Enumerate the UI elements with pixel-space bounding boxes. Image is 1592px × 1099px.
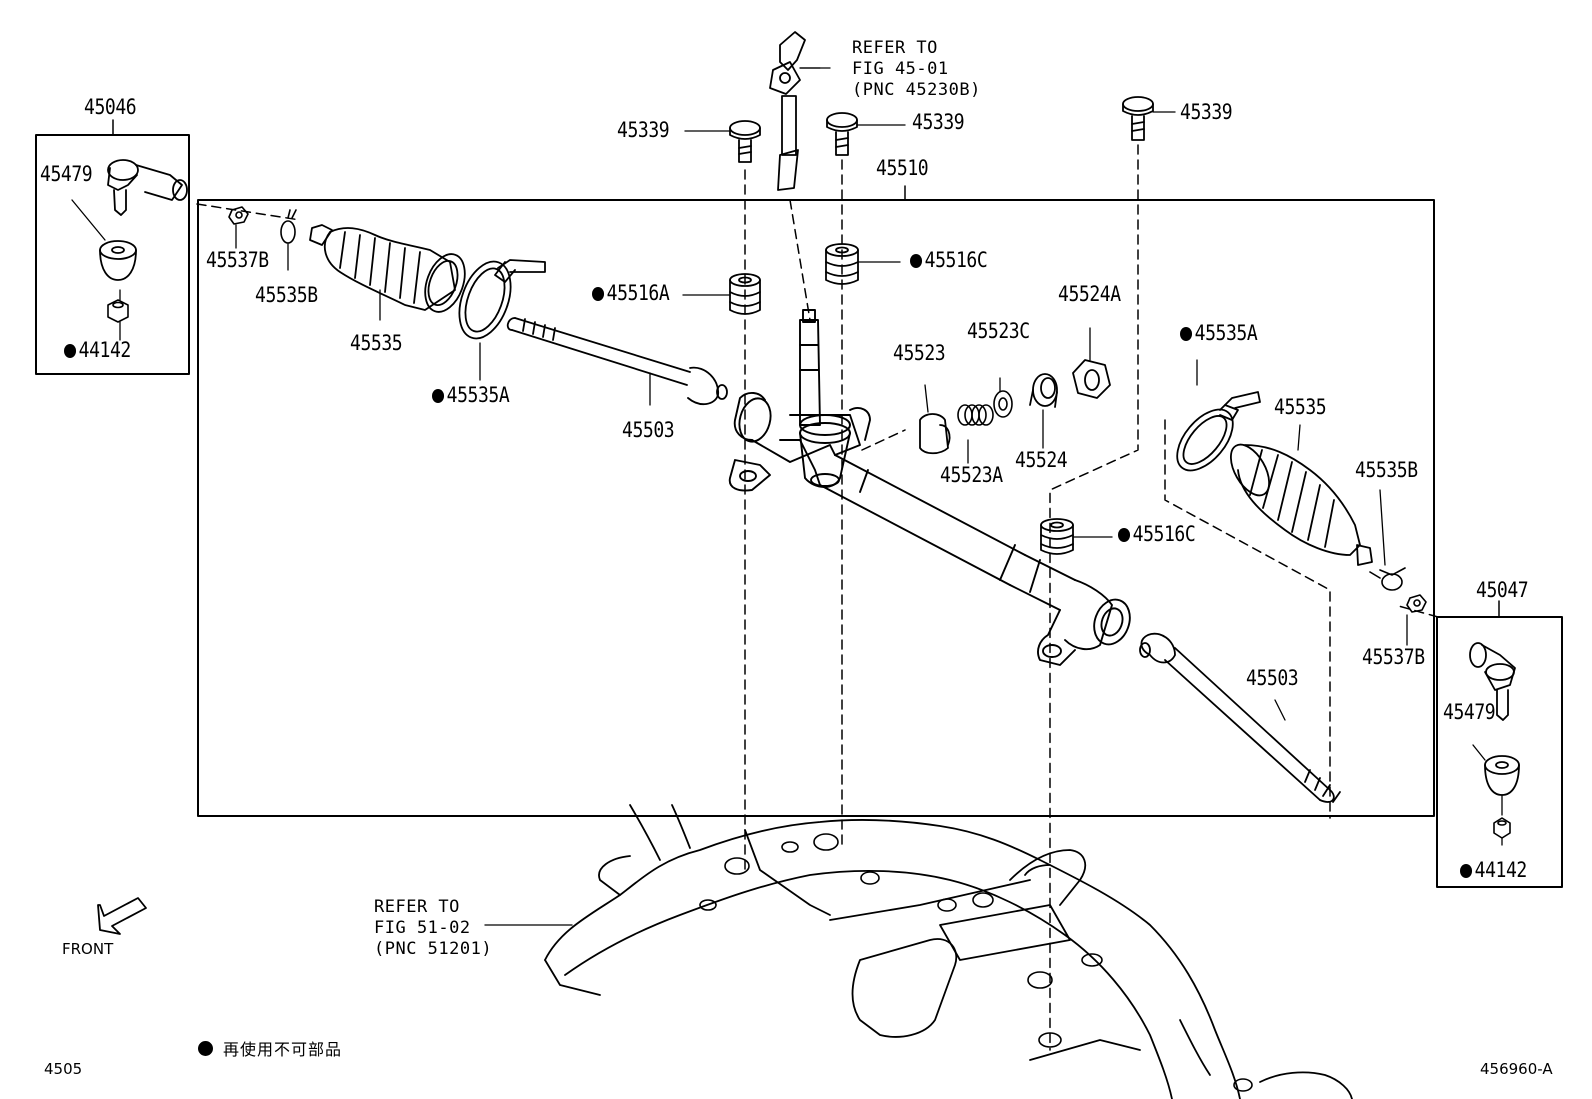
non-reusable-dot bbox=[1460, 864, 1473, 878]
callout-45503-left: 45503 bbox=[622, 418, 675, 442]
bolt-45339-c bbox=[1122, 96, 1154, 141]
front-label: FRONT bbox=[62, 940, 114, 958]
steering-rack-housing bbox=[728, 309, 1131, 666]
non-reusable-dot bbox=[64, 344, 77, 358]
non-reusable-dot bbox=[592, 287, 605, 301]
bolt-45339-a bbox=[729, 120, 761, 163]
spring-45523a bbox=[957, 404, 994, 426]
refer-subframe-note: REFER TO FIG 51-02 (PNC 51201) bbox=[374, 897, 493, 959]
page-code: 4505 bbox=[44, 1060, 83, 1078]
non-reusable-dot bbox=[1180, 327, 1193, 341]
callout-45046: 45046 bbox=[84, 95, 137, 119]
clip-45535b-right bbox=[1369, 567, 1406, 591]
washer-45523c bbox=[993, 390, 1013, 418]
clamp-45535a-left bbox=[458, 259, 546, 340]
boot-45535-left bbox=[309, 224, 466, 313]
rack-guide-45523 bbox=[919, 413, 951, 455]
callout-45479-right: 45479 bbox=[1443, 700, 1496, 724]
leader-45479-right bbox=[1472, 744, 1486, 761]
callout-45516a: 45516A bbox=[592, 283, 670, 304]
non-reusable-dot bbox=[1118, 528, 1131, 542]
inner-tie-rod-right bbox=[1139, 632, 1341, 803]
tie-rod-end-45479-left bbox=[107, 159, 188, 216]
callout-45516c-top: 45516C bbox=[910, 250, 988, 271]
non-reusable-dot bbox=[432, 389, 445, 403]
leader-45479-left bbox=[71, 199, 106, 241]
inner-tie-rod-left bbox=[506, 317, 728, 405]
nut-45537b-right bbox=[1406, 594, 1427, 613]
callout-45535a-right: 45535A bbox=[1180, 323, 1258, 344]
dust-boot-45479-left bbox=[99, 240, 137, 281]
locknut-45524a bbox=[1072, 359, 1111, 399]
subframe-outline bbox=[544, 804, 1353, 1099]
bolt-45339-b bbox=[826, 112, 858, 156]
callout-45510: 45510 bbox=[876, 156, 929, 180]
callout-45523c: 45523C bbox=[967, 319, 1030, 343]
front-direction-arrow bbox=[97, 897, 147, 935]
plug-45524 bbox=[1029, 373, 1058, 408]
figure-code: 456960-A bbox=[1480, 1060, 1553, 1078]
callout-45523: 45523 bbox=[893, 341, 946, 365]
dust-boot-45479-right bbox=[1484, 755, 1520, 796]
callout-45479-left: 45479 bbox=[40, 162, 93, 186]
callout-45047: 45047 bbox=[1476, 578, 1529, 602]
callout-44142-left: 44142 bbox=[64, 340, 131, 361]
right-tie-rod-end-box bbox=[1436, 616, 1563, 888]
legend-note: 再使用不可部品 bbox=[198, 1041, 342, 1058]
callout-45537b-right: 45537B bbox=[1362, 645, 1425, 669]
non-reusable-dot bbox=[198, 1041, 213, 1056]
non-reusable-dot bbox=[910, 254, 923, 268]
callout-45535-right: 45535 bbox=[1274, 395, 1327, 419]
callout-45523a: 45523A bbox=[940, 463, 1003, 487]
refer-steering-shaft-note: REFER TO FIG 45-01 (PNC 45230B) bbox=[852, 38, 981, 100]
boot-45535-right bbox=[1230, 443, 1373, 566]
nut-45537b-left bbox=[228, 206, 249, 225]
clamp-45535a-right bbox=[1176, 391, 1261, 472]
nut-44142-left bbox=[107, 299, 129, 323]
clip-45535b-left bbox=[280, 209, 297, 244]
callout-45535-left: 45535 bbox=[350, 331, 403, 355]
callout-45535a-left: 45535A bbox=[432, 385, 510, 406]
callout-45339-b: 45339 bbox=[912, 110, 965, 134]
callout-45339-c: 45339 bbox=[1180, 100, 1233, 124]
intermediate-steering-shaft bbox=[769, 31, 821, 191]
callout-45535b-left: 45535B bbox=[255, 283, 318, 307]
callout-45537b-left: 45537B bbox=[206, 248, 269, 272]
callout-44142-right: 44142 bbox=[1460, 860, 1527, 881]
subframe-holes bbox=[699, 833, 1253, 1092]
leader-lines bbox=[119, 67, 1503, 926]
callout-45524: 45524 bbox=[1015, 448, 1068, 472]
bushing-45516a bbox=[729, 273, 761, 315]
callout-45503-right: 45503 bbox=[1246, 666, 1299, 690]
callout-45524a: 45524A bbox=[1058, 282, 1121, 306]
tie-rod-end-45479-right bbox=[1469, 642, 1516, 721]
bushing-45516c-top bbox=[825, 243, 859, 285]
callout-45516c-mid: 45516C bbox=[1118, 524, 1196, 545]
callout-45339-a: 45339 bbox=[617, 118, 670, 142]
bushing-45516c-mid bbox=[1040, 518, 1074, 555]
callout-45535b-right: 45535B bbox=[1355, 458, 1418, 482]
main-assembly-frame bbox=[197, 199, 1435, 817]
nut-44142-right bbox=[1493, 817, 1511, 839]
alignment-dashed-lines bbox=[196, 144, 1439, 1051]
